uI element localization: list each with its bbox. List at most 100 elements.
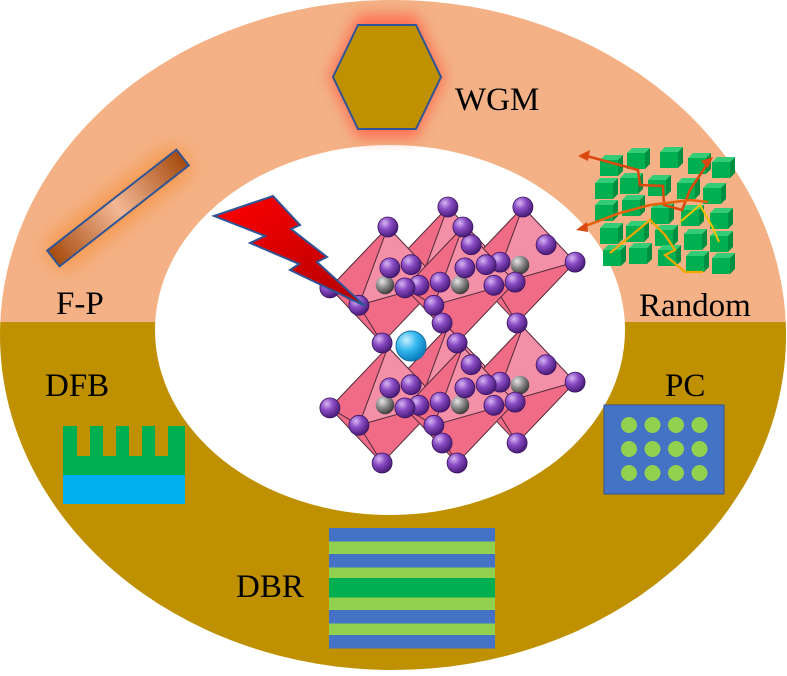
metal-atom [375, 275, 395, 295]
halide-atom [506, 432, 528, 454]
perovskite-crystal [319, 196, 586, 474]
label-dbr: DBR [236, 569, 304, 605]
label-pc: PC [665, 368, 706, 404]
halide-atom [319, 397, 341, 419]
halide-atom [446, 452, 468, 474]
pc-hole [691, 441, 708, 457]
arrow-head [578, 150, 590, 161]
halide-atom [454, 377, 476, 399]
random-scatterer-cube [712, 253, 735, 274]
random-scatterer-cube [658, 245, 681, 266]
arrow-head [576, 222, 588, 232]
random-scatterer-cube [712, 157, 735, 178]
halide-atom [512, 196, 534, 218]
dbr-layer [329, 578, 495, 598]
halide-atom [400, 374, 422, 396]
halide-atom [394, 397, 416, 419]
halide-atom [437, 196, 459, 218]
halide-atom [371, 332, 393, 354]
halide-atom [394, 277, 416, 299]
halide-atom [429, 271, 451, 293]
pc-hole [644, 465, 661, 481]
random-scatterer-cube [684, 229, 707, 250]
halide-atom [483, 274, 505, 296]
halide-atom [400, 254, 422, 276]
halide-atom [504, 271, 526, 293]
label-random: Random [639, 288, 751, 324]
random-cavity-icon [576, 147, 735, 274]
halide-atom [379, 377, 401, 399]
label-fp: F-P [56, 286, 104, 322]
metal-atom [450, 395, 470, 415]
pc-hole [621, 465, 637, 481]
pc-hole [644, 441, 661, 457]
halide-atom [483, 394, 505, 416]
random-scatterer-cube [710, 208, 733, 229]
metal-atom [510, 255, 530, 275]
random-scatterer-cube [622, 195, 645, 216]
dfb-cavity-icon [63, 426, 185, 504]
halide-atom [379, 257, 401, 279]
halide-atom [431, 432, 453, 454]
halide-atom [460, 234, 482, 256]
halide-atom [429, 391, 451, 413]
dbr-layer [329, 528, 495, 542]
fp-cavity-icon [45, 147, 191, 269]
random-scatterer-cube [600, 223, 623, 244]
random-scatterer-cube [710, 231, 733, 252]
halide-atom [423, 294, 445, 316]
dbr-cavity-icon [329, 528, 495, 649]
halide-atom [454, 257, 476, 279]
label-dfb: DFB [45, 368, 110, 404]
pc-hole [621, 417, 637, 433]
halide-atom [431, 312, 453, 334]
a-site-cation [395, 330, 427, 362]
random-scatterer-cube [620, 173, 643, 194]
dbr-layer [329, 541, 495, 554]
pc-cavity-icon [603, 404, 725, 495]
pc-hole [644, 417, 661, 433]
metal-atom [375, 395, 395, 415]
halide-atom [377, 216, 399, 238]
scatter-path [609, 218, 703, 274]
halide-atom [348, 414, 370, 436]
halide-atom [535, 234, 557, 256]
halide-atom [564, 371, 586, 393]
halide-atom [564, 251, 586, 273]
random-scatterer-cube [686, 251, 709, 272]
halide-atom [475, 254, 497, 276]
metal-atom [510, 375, 530, 395]
dbr-layer [329, 610, 495, 624]
scatter-path [679, 203, 720, 243]
scatter-path [582, 153, 712, 212]
metal-atom [450, 275, 470, 295]
random-scatterer-cube [648, 175, 671, 196]
pc-hole [668, 465, 684, 481]
dbr-layer [329, 567, 495, 578]
halide-atom [506, 312, 528, 334]
wgm-cavity-icon [329, 15, 445, 138]
halide-atom [452, 216, 474, 238]
pc-hole [668, 417, 684, 433]
dbr-layer [329, 554, 495, 568]
halide-atom [535, 354, 557, 376]
random-scatterer-cube [603, 245, 626, 266]
pc-hole [691, 417, 708, 433]
halide-atom [475, 374, 497, 396]
halide-atom [371, 452, 393, 474]
halide-atom [423, 414, 445, 436]
random-scatterer-cube [595, 178, 618, 199]
random-scatterer-cube [627, 148, 650, 169]
pc-hole [668, 441, 684, 457]
dbr-layer [329, 635, 495, 649]
dbr-layer [329, 597, 495, 610]
scatter-path [579, 198, 709, 230]
random-scatterer-cube [703, 183, 726, 204]
dbr-layer [329, 623, 495, 635]
random-scatterer-cube [629, 243, 652, 264]
halide-atom [460, 354, 482, 376]
halide-atom [504, 391, 526, 413]
halide-atom [446, 332, 468, 354]
